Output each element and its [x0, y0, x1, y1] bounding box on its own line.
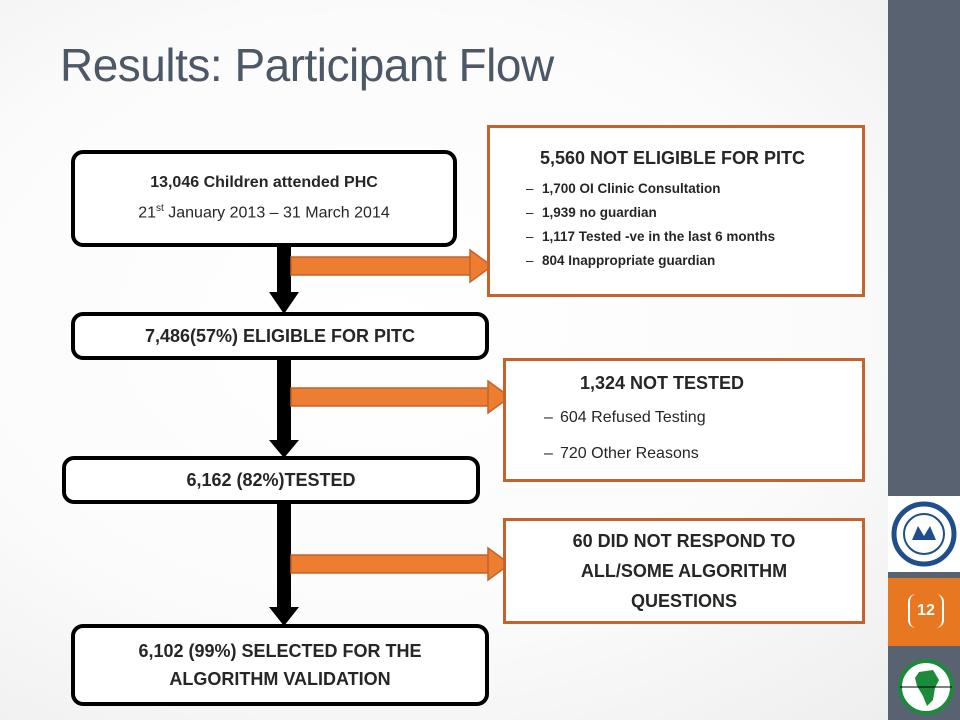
exclusion-box-not-tested: 1,324 NOT TESTED 604 Refused Testing 720…: [503, 358, 865, 482]
eligible-text: 7,486(57%) ELIGIBLE FOR PITC: [144, 325, 416, 346]
tested-text: 6,162 (82%)TESTED: [186, 469, 356, 490]
page-number-tab: [888, 578, 960, 646]
list-item: 720 Other Reasons: [544, 436, 862, 472]
side-arrow-1: [290, 256, 472, 276]
crest-icon: [891, 501, 957, 567]
flow-box-tested: 6,162 (82%)TESTED: [62, 456, 480, 504]
flow-box-attended: 13,046 Children attended PHC 21st Januar…: [71, 150, 457, 247]
page-number: 12: [908, 594, 944, 628]
selected-line1: 6,102 (99%) SELECTED FOR THE: [138, 641, 422, 661]
list-item: 1,117 Tested -ve in the last 6 months: [526, 225, 862, 249]
down-arrow-shaft-2: [277, 360, 291, 442]
down-arrow-head-1: [269, 292, 299, 314]
down-arrow-head-2: [269, 440, 299, 458]
flow-box-selected: 6,102 (99%) SELECTED FOR THE ALGORITHM V…: [71, 624, 489, 706]
not-eligible-heading: 5,560 NOT ELIGIBLE FOR PITC: [540, 148, 806, 168]
slide-title: Results: Participant Flow: [60, 39, 554, 91]
side-arrow-3: [290, 554, 490, 574]
attended-period: 21st January 2013 – 31 March 2014: [138, 203, 390, 222]
no-response-line3: QUESTIONS: [630, 591, 737, 611]
exclusion-box-no-response: 60 DID NOT RESPOND TO ALL/SOME ALGORITHM…: [503, 518, 865, 624]
not-tested-list: 604 Refused Testing 720 Other Reasons: [544, 400, 862, 472]
flow-box-eligible: 7,486(57%) ELIGIBLE FOR PITC: [71, 312, 489, 360]
down-arrow-shaft-3: [277, 503, 291, 609]
exclusion-box-not-eligible: 5,560 NOT ELIGIBLE FOR PITC 1,700 OI Cli…: [487, 125, 865, 297]
side-arrow-head-1: [469, 248, 494, 284]
not-eligible-list: 1,700 OI Clinic Consultation 1,939 no gu…: [526, 177, 862, 273]
side-arrow-head-3: [487, 546, 512, 582]
selected-line2: ALGORITHM VALIDATION: [169, 669, 391, 689]
side-arrow-2: [290, 387, 490, 407]
institution-logo: [888, 496, 960, 572]
list-item: 804 Inappropriate guardian: [526, 249, 862, 273]
africa-globe-icon: [898, 659, 954, 715]
flow-arrows: [269, 245, 512, 626]
list-item: 604 Refused Testing: [544, 400, 862, 436]
down-arrow-head-3: [269, 607, 299, 626]
down-arrow-shaft-1: [277, 245, 291, 295]
no-response-line2: ALL/SOME ALGORITHM: [580, 561, 788, 581]
not-tested-heading: 1,324 NOT TESTED: [580, 373, 745, 393]
list-item: 1,700 OI Clinic Consultation: [526, 177, 862, 201]
side-arrow-head-2: [487, 379, 512, 415]
attended-count: 13,046 Children attended PHC: [150, 174, 378, 192]
no-response-line1: 60 DID NOT RESPOND TO: [572, 531, 796, 551]
list-item: 1,939 no guardian: [526, 201, 862, 225]
